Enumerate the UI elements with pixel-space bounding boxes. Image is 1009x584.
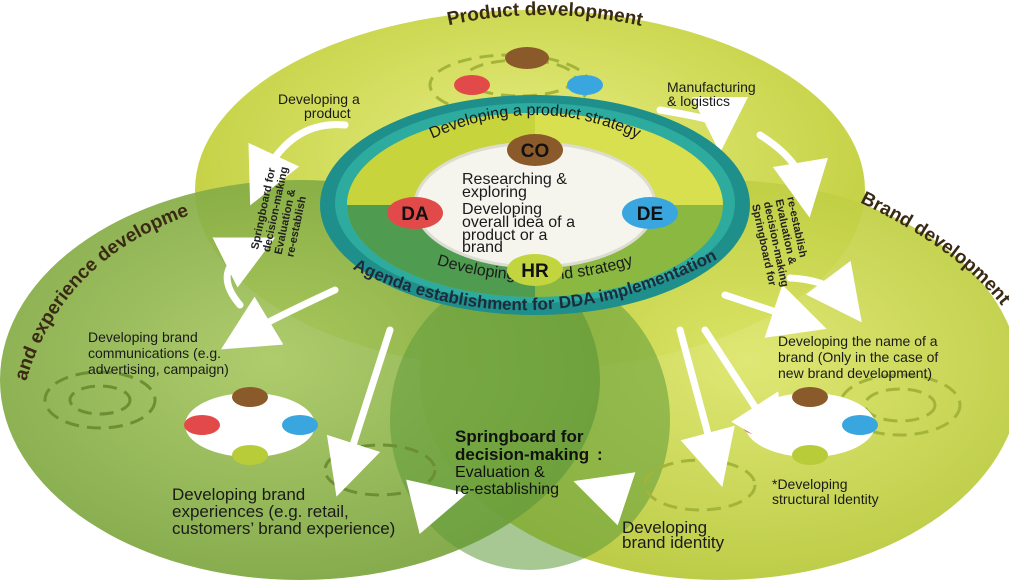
- svg-text:advertising, campaign): advertising, campaign): [88, 361, 229, 377]
- svg-text:decision-making: decision-making: [455, 445, 589, 464]
- label-brand-experiences: Developing brand experiences (e.g. retai…: [172, 485, 395, 538]
- role-badge-de: DE: [622, 197, 678, 229]
- svg-text::: :: [597, 445, 603, 464]
- svg-text:overall idea of a: overall idea of a: [462, 214, 575, 231]
- svg-text:DA: DA: [401, 204, 429, 225]
- svg-text:Developing brand: Developing brand: [172, 485, 305, 504]
- svg-text:brand: brand: [462, 239, 503, 256]
- label-brand-communications: Developing brand communications (e.g. ad…: [88, 329, 229, 377]
- springboard-central: Springboard for decision-making : Evalua…: [455, 427, 603, 498]
- svg-text:HR: HR: [521, 261, 549, 282]
- left-role-cluster: [184, 387, 318, 465]
- svg-text:*Developing: *Developing: [772, 476, 848, 492]
- svg-text:new brand development): new brand development): [778, 365, 932, 381]
- svg-text:Researching &: Researching &: [462, 171, 567, 188]
- label-brand-name: Developing the name of a brand (Only in …: [778, 333, 938, 381]
- svg-text:Springboard for: Springboard for: [455, 427, 584, 446]
- svg-text:Evaluation &: Evaluation &: [455, 464, 545, 481]
- svg-text:& logistics: & logistics: [667, 93, 730, 109]
- svg-text:brand identity: brand identity: [622, 533, 725, 552]
- svg-text:Developing brand: Developing brand: [88, 329, 198, 345]
- role-badge-hr: HR: [507, 254, 563, 286]
- svg-text:Developing: Developing: [622, 518, 707, 537]
- svg-text:Developing: Developing: [462, 201, 542, 218]
- top-role-dots: [454, 47, 603, 95]
- svg-text:structural Identity: structural Identity: [772, 491, 879, 507]
- flow-arrows: [212, 96, 862, 534]
- svg-text:Developing the name of a: Developing the name of a: [778, 333, 938, 349]
- svg-text:Developing a: Developing a: [278, 91, 360, 107]
- side-springboard-left: Springboard for decision-making Evaluati…: [249, 166, 309, 258]
- svg-text:brand (Only in the case of: brand (Only in the case of: [778, 349, 938, 365]
- svg-text:product: product: [304, 105, 351, 121]
- svg-text:customers’ brand experience): customers’ brand experience): [172, 519, 395, 538]
- role-badge-da: DA: [387, 197, 443, 229]
- label-manufacturing: Manufacturing & logistics: [667, 79, 756, 109]
- svg-text:experiences (e.g. retail,: experiences (e.g. retail,: [172, 502, 349, 521]
- svg-text:exploring: exploring: [462, 184, 527, 201]
- svg-text:product or a: product or a: [462, 227, 547, 244]
- center-core-text: Researching & exploring Developing overa…: [462, 171, 575, 256]
- svg-text:re-establishing: re-establishing: [455, 481, 559, 498]
- svg-text:CO: CO: [521, 141, 550, 162]
- role-badge-co: CO: [507, 134, 563, 166]
- svg-text:Manufacturing: Manufacturing: [667, 79, 756, 95]
- svg-text:communications (e.g.: communications (e.g.: [88, 345, 221, 361]
- svg-text:DE: DE: [637, 204, 663, 225]
- label-developing-product: Developing a product: [278, 91, 360, 121]
- label-structural-identity: *Developing structural Identity: [772, 476, 879, 507]
- label-brand-identity: Developing brand identity: [622, 518, 725, 552]
